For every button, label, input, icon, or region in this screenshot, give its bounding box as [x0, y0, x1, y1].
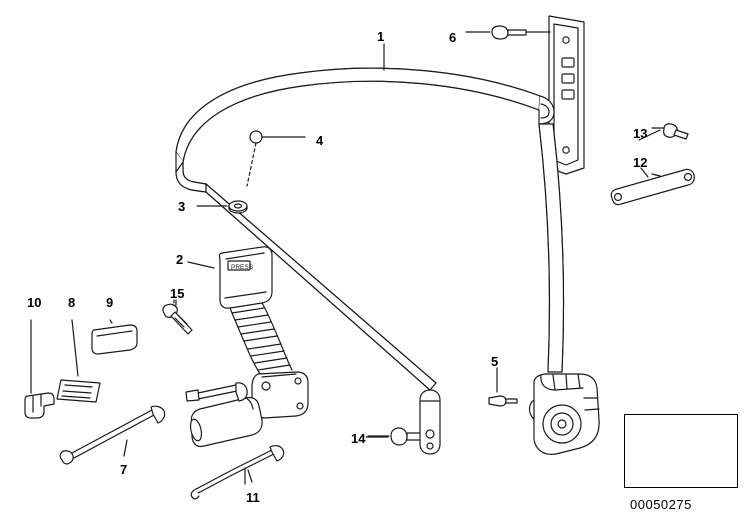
belt-buckle-assembly — [185, 246, 309, 448]
callout-leader-lines — [175, 43, 661, 483]
callout-10: 10 — [27, 295, 42, 310]
upper-belt-guide-bracket — [548, 15, 585, 175]
callout-6: 6 — [449, 30, 457, 45]
cover-cap — [91, 319, 138, 355]
diagram-part-number: 00050275 — [630, 497, 692, 512]
trim-screw — [162, 299, 193, 335]
callout-13: 13 — [633, 126, 648, 141]
mounting-plate — [56, 319, 101, 403]
shoulder-belt-strap — [175, 67, 541, 163]
callout-4: 4 — [316, 133, 324, 148]
callout-3: 3 — [178, 199, 186, 214]
belt-descending-strap — [538, 123, 565, 373]
callout-1: 1 — [377, 29, 385, 44]
callout-11: 11 — [246, 490, 260, 505]
callout-9: 9 — [106, 295, 114, 310]
tether-rod — [610, 168, 695, 206]
belt-end-fitting — [419, 389, 441, 455]
callout-14: 14 — [351, 431, 366, 446]
callout-12: 12 — [633, 155, 648, 170]
tether-bolt — [651, 123, 689, 140]
callout-8: 8 — [68, 295, 76, 310]
belt-diagonal-strap — [205, 183, 437, 391]
belt-retractor-assembly — [528, 373, 600, 455]
car-silhouette-thumbnail — [624, 414, 738, 488]
callout-2: 2 — [176, 252, 184, 267]
callout-7: 7 — [120, 462, 128, 477]
callout-15: 15 — [170, 286, 185, 301]
callout-4-leader — [246, 130, 306, 187]
belt-anchor-nut — [196, 200, 248, 214]
cable-tie — [190, 444, 285, 500]
callout-5: 5 — [491, 354, 499, 369]
connecting-rod — [59, 405, 166, 465]
buckle-press-label: PRESS — [231, 264, 254, 271]
retaining-clip — [24, 319, 55, 419]
lower-anchor-bolt — [367, 427, 422, 446]
belt-lower-left-anchor — [175, 151, 207, 193]
upper-mount-bolt — [465, 25, 551, 40]
retractor-bolt — [488, 395, 518, 407]
